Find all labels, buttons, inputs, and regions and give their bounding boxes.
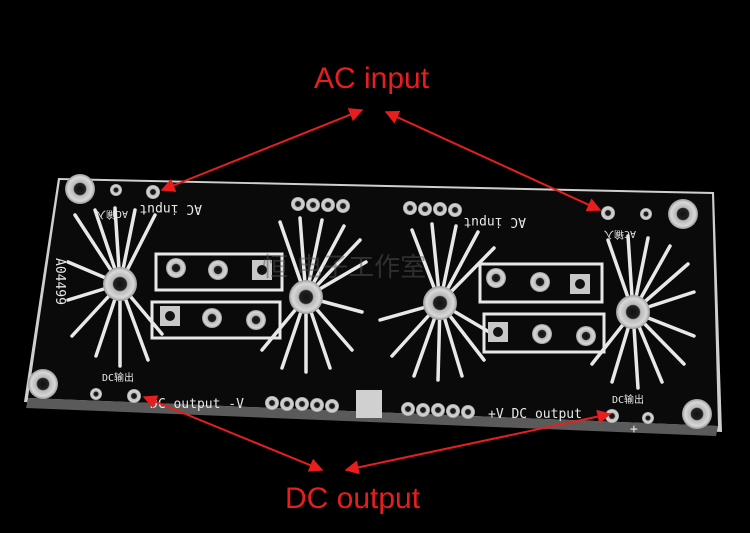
- ac-arrow-left: [160, 108, 364, 192]
- ac-input-label: AC input: [314, 62, 430, 95]
- regulator-footprints: [150, 252, 606, 354]
- dc-arrow-left: [142, 395, 324, 472]
- plus-sign: +: [630, 422, 638, 437]
- dc-output-right-cn: DC输出: [612, 393, 644, 406]
- component-pads: [90, 184, 654, 424]
- part-number: A04499: [52, 258, 67, 305]
- ac-input-right-cn: AC输入: [604, 228, 636, 241]
- dc-output-label: DC output: [285, 482, 421, 515]
- annotation-arrows: [142, 108, 612, 475]
- mounting-holes: [28, 174, 712, 429]
- watermark: 恒 电子工作室: [262, 253, 426, 283]
- ac-input-right-text: AC input: [463, 214, 526, 229]
- ac-arrow-right: [384, 110, 602, 212]
- dc-output-right-text: +V DC output: [488, 407, 582, 422]
- dc-output-left-cn: DC输出: [102, 371, 134, 384]
- dc-arrow-right: [344, 409, 612, 475]
- ac-input-left-text: AC input: [139, 201, 202, 216]
- ac-input-left-cn: AC输入: [96, 208, 128, 221]
- pcb-board: [24, 178, 722, 436]
